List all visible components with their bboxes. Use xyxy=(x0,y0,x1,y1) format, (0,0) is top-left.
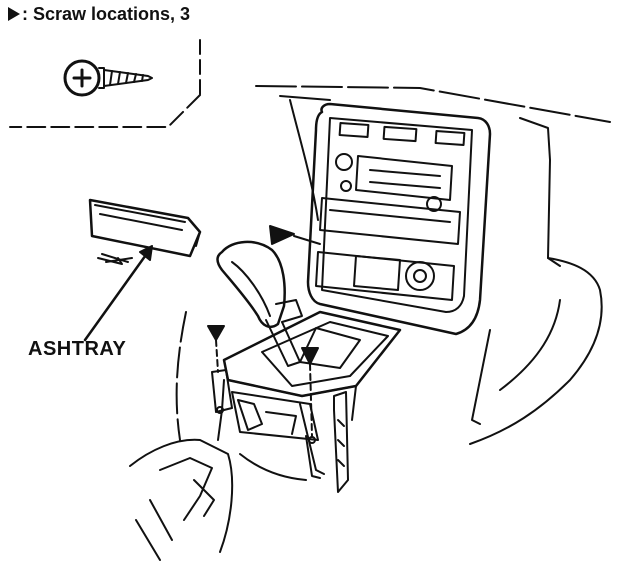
shift-lever xyxy=(216,240,303,367)
screw-inset-frame xyxy=(9,39,201,128)
ashtray-housing xyxy=(211,369,349,493)
floor-outline xyxy=(129,311,307,561)
ashtray-leader-arrow xyxy=(83,245,153,342)
triangle-marker-icon xyxy=(301,347,319,437)
triangle-marker-icon xyxy=(8,7,20,21)
side-trim xyxy=(469,257,603,445)
screw-locations-legend: : Scraw locations, 3 xyxy=(8,4,190,25)
center-stack xyxy=(306,102,492,336)
triangle-marker-icon xyxy=(269,225,321,245)
screw-icon xyxy=(63,59,153,97)
dashboard-outline xyxy=(255,85,611,267)
ashtray-label: ASHTRAY xyxy=(28,338,127,360)
triangle-marker-icon xyxy=(207,325,225,373)
ashtray-part xyxy=(88,198,202,265)
legend-text: : Scraw locations, 3 xyxy=(22,4,191,24)
